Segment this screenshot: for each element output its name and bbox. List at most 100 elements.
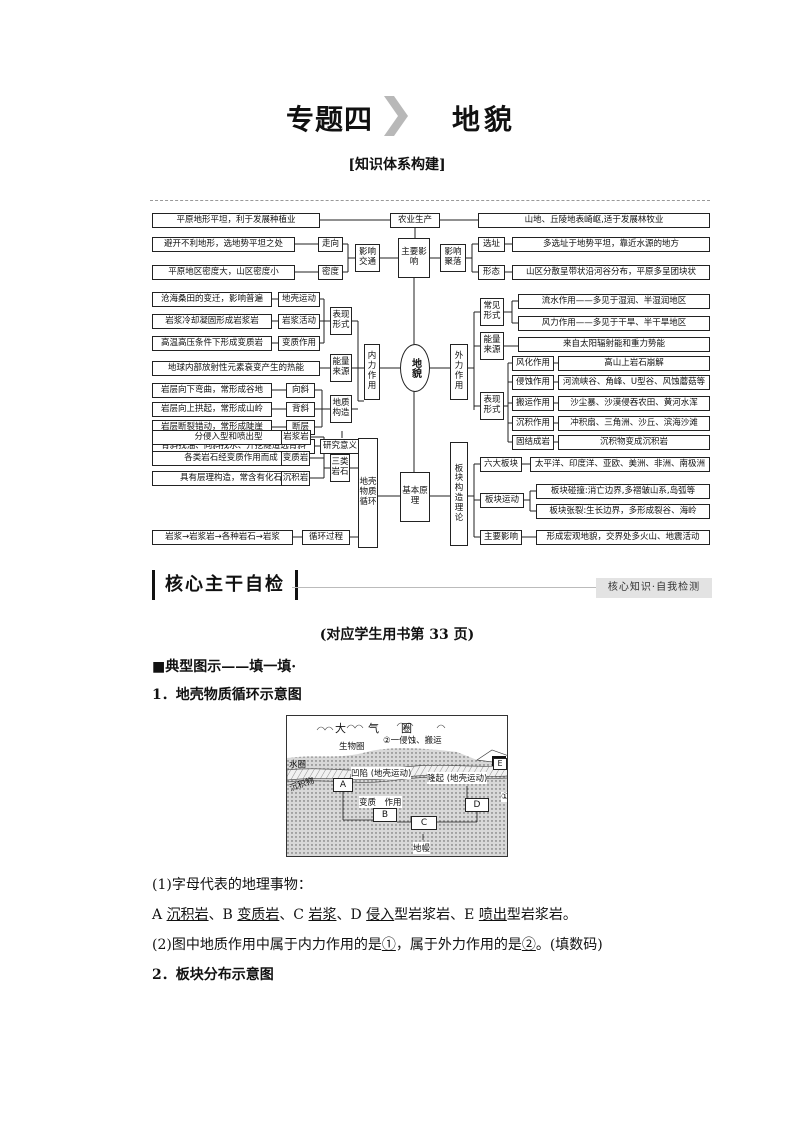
map-research-tag: 研究意义: [320, 439, 360, 454]
knowledge-map: 平原地形平坦，利于发展种植业 农业生产 山地、丘陵地表崎岖,适于发展林牧业 避开…: [150, 206, 715, 551]
map-main-effect: 主要影响: [398, 238, 430, 278]
map-cycle-hub: 地壳物质循环: [358, 438, 378, 548]
typical-heading: ■典型图示——填一填·: [152, 659, 297, 675]
answer-a: 沉积岩: [166, 907, 209, 923]
map-outer-form-row: 河流峡谷、角峰、U型谷、风蚀蘑菇等: [558, 375, 710, 390]
map-agri-mountain: 山地、丘陵地表崎岖,适于发展林牧业: [478, 213, 710, 228]
answer-outer: ②: [521, 937, 536, 953]
map-rock-row: 各类岩石经变质作用而成: [152, 451, 310, 466]
answer-text: 、B: [208, 907, 238, 923]
q1-part1-answer: A 沉积岩、B 变质岩、C 岩浆、D 侵入型岩浆岩、E 喷出型岩浆岩。: [152, 904, 577, 924]
map-outer-common-row: 流水作用——多见于湿润、半湿润地区: [518, 294, 710, 309]
map-structure-tag: 向斜: [286, 383, 315, 398]
chapter-name: 地貌: [452, 103, 517, 136]
fig-hydro: 水圈: [289, 760, 307, 770]
map-agri-plain: 平原地形平坦，利于发展种植业: [152, 213, 320, 228]
fig-box-e: E: [493, 758, 507, 770]
map-rock-tag: 变质岩: [281, 451, 310, 466]
fig-erosion: ②一侵蚀、搬运: [383, 736, 442, 746]
answer-text: (2)图中地质作用中属于内力作用的是: [152, 937, 382, 953]
answer-text: 、C: [279, 907, 309, 923]
answer-text: 型岩浆岩、E: [394, 907, 479, 923]
fig-box-c: C: [411, 816, 437, 830]
map-settle-hub: 影响聚落: [440, 244, 466, 272]
map-traffic-hub: 影响交通: [355, 244, 380, 272]
map-inner-form-tag: 岩浆活动: [278, 314, 320, 329]
map-outer-form-tag: 风化作用: [512, 356, 554, 371]
map-plate-six-tag: 六大板块: [480, 457, 522, 472]
map-outer-form-tag: 搬运作用: [512, 396, 554, 411]
map-outer-energy-hub: 能量来源: [480, 332, 504, 360]
fig-mantle: 地幔: [413, 842, 431, 854]
map-plate-hub: 板块构造理论: [450, 442, 468, 546]
answer-text: A: [152, 907, 167, 923]
map-outer-form-tag: 固结成岩: [512, 435, 554, 450]
fig-box-b: B: [373, 808, 397, 822]
map-rock-hub: 三类岩石: [330, 454, 350, 482]
map-plate-move-row: 板块碰撞:消亡边界,多褶皱山系,岛弧等: [536, 484, 710, 499]
map-rock-row: 具有层理构造，常含有化石: [152, 471, 310, 486]
map-settle-row: 山区分散呈带状沿河谷分布，平原多呈团块状: [512, 265, 710, 280]
map-outer-hub: 外力作用: [450, 344, 468, 400]
map-outer-energy-text: 来自太阳辐射能和重力势能: [518, 337, 710, 352]
section-label: 核心主干自检: [152, 570, 298, 600]
fig-uplift: 隆起 (地壳运动): [427, 772, 488, 784]
answer-text: 型岩浆岩。: [506, 907, 577, 923]
map-rock-tag: 沉积岩: [281, 471, 310, 486]
section-header: 核心主干自检 核心知识·自我检测: [152, 570, 712, 606]
map-agri-hub: 农业生产: [390, 213, 440, 228]
chapter-title: 专题四 地貌: [0, 96, 794, 140]
fig-box-d: D: [465, 798, 489, 812]
fig-metamorph: 变质 作用: [359, 796, 402, 808]
map-process-text: 岩浆→岩浆岩→各种岩石→岩浆: [152, 530, 293, 545]
map-outer-form-tag: 沉积作用: [512, 416, 554, 431]
map-layer-lower: 岩浆岩 变质岩 沉积岩 三类岩石 地壳物质循环 岩浆→岩浆岩→各种岩石→岩浆 循…: [150, 206, 715, 551]
map-inner-hub: 内力作用: [364, 344, 380, 400]
q1-title: 1．地壳物质循环示意图: [152, 687, 302, 703]
map-settle-tag: 形态: [478, 265, 505, 280]
divider: [150, 200, 710, 201]
answer-c: 岩浆: [308, 907, 337, 923]
q1-part2: (2)图中地质作用中属于内力作用的是①，属于外力作用的是②。(填数码): [152, 934, 603, 954]
map-plate-effect-text: 形成宏观地貌，交界处多火山、地震活动: [536, 530, 710, 545]
map-settle-row: 多选址于地势平坦，靠近水源的地方: [512, 237, 710, 252]
map-outer-common-hub: 常见形式: [480, 298, 504, 326]
crust-cycle-figure: 大 气 圈 生物圈 ②一侵蚀、搬运 水圈 沉积物 凹陷 (地壳运动) 隆起 (地…: [286, 715, 508, 857]
map-rock-tag: 岩浆岩: [281, 430, 311, 445]
map-inner-form-row: 高温高压条件下形成变质岩: [152, 336, 272, 351]
map-structure-hub: 地质构造: [330, 395, 352, 423]
section-rule: [292, 587, 596, 588]
q1-part1-label: (1)字母代表的地理事物：: [152, 877, 312, 893]
fig-atmo: 大 气 圈: [335, 722, 412, 735]
section-subtitle: [知识体系构建]: [348, 157, 446, 173]
answer-e: 喷出: [478, 907, 507, 923]
fig-box-a: A: [333, 778, 353, 792]
map-outer-form-row: 沙尘暴、沙漠侵吞农田、黄河水浑: [558, 396, 710, 411]
fig-sink: 凹陷 (地壳运动): [351, 767, 412, 779]
map-traffic-row: 避开不利地形，选地势平坦之处: [152, 237, 295, 252]
map-inner-form-tag: 地壳运动: [278, 292, 320, 307]
map-core: 地貌: [400, 344, 430, 392]
map-outer-common-row: 风力作用——多见于干旱、半干旱地区: [518, 316, 710, 331]
map-plate-six-text: 太平洋、印度洋、亚欧、美洲、非洲、南极洲: [530, 457, 710, 472]
map-inner-form-row: 沧海桑田的变迁，影响普遍: [152, 292, 272, 307]
answer-d: 侵入: [366, 907, 395, 923]
map-structure-tag: 背斜: [286, 402, 315, 417]
map-plate-move-row: 板块张裂:生长边界，多形成裂谷、海岭: [536, 504, 710, 519]
fig-bio: 生物圈: [339, 742, 365, 752]
map-basic: 基本原理: [400, 472, 430, 522]
map-process-tag: 循环过程: [302, 530, 350, 545]
map-inner-form-tag: 变质作用: [278, 336, 320, 351]
map-outer-form-row: 高山上岩石崩解: [558, 356, 710, 371]
map-traffic-tag: 走向: [318, 237, 343, 252]
map-traffic-row: 平原地区密度大，山区密度小: [152, 265, 295, 280]
map-outer-form-row: 冲积扇、三角洲、沙丘、滨海沙滩: [558, 416, 710, 431]
chapter-number: 专题四: [286, 103, 374, 136]
map-plate-effect-tag: 主要影响: [480, 530, 522, 545]
map-inner-energy-text: 地球内部放射性元素衰变产生的热能: [152, 361, 320, 376]
q2-title: 2．板块分布示意图: [152, 967, 274, 983]
map-structure-row: 岩层向下弯曲，常形成谷地: [152, 383, 272, 398]
page-reference: (对应学生用书第 33 页): [319, 627, 475, 643]
section-tag: 核心知识·自我检测: [596, 578, 712, 598]
map-inner-form-hub: 表现形式: [330, 307, 352, 335]
